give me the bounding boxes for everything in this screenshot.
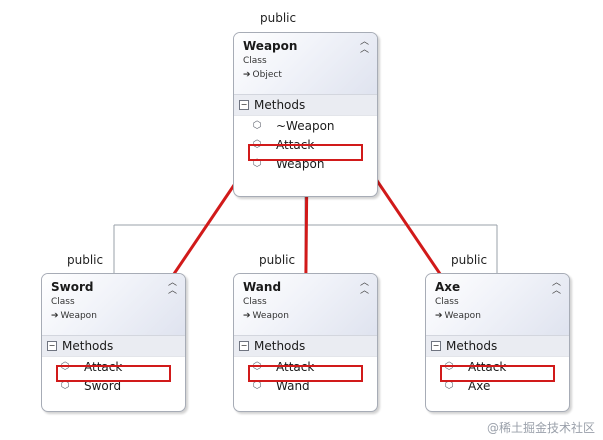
method-name: Attack	[276, 137, 315, 152]
class-box-sword[interactable]: Sword Class ➔Weapon ︿︿ − Methods ⬡ Attac…	[41, 273, 186, 412]
collapse-chevron-icon[interactable]: ︿︿	[551, 278, 561, 296]
methods-section-header[interactable]: − Methods	[426, 336, 569, 357]
class-base: ➔Weapon	[51, 309, 185, 323]
method-cube-icon: ⬡	[252, 361, 262, 372]
class-name: Sword	[51, 280, 94, 294]
class-header: Weapon Class ➔Object ︿︿	[234, 33, 377, 95]
minus-box-icon[interactable]: −	[47, 341, 57, 351]
method-row[interactable]: ⬡ Sword	[42, 376, 185, 395]
method-cube-icon: ⬡	[252, 139, 262, 150]
collapse-chevron-icon[interactable]: ︿︿	[359, 37, 369, 55]
methods-section-header[interactable]: − Methods	[234, 336, 377, 357]
class-box-wand[interactable]: Wand Class ➔Weapon ︿︿ − Methods ⬡ Attack…	[233, 273, 378, 412]
inherits-arrow-icon: ➔	[51, 311, 59, 321]
section-label: Methods	[254, 339, 306, 353]
section-label: Methods	[254, 98, 306, 112]
class-base: ➔Weapon	[243, 309, 377, 323]
inherits-arrow-icon: ➔	[243, 311, 251, 321]
method-cube-icon: ⬡	[252, 158, 262, 169]
class-header: Sword Class ➔Weapon ︿︿	[42, 274, 185, 336]
collapse-chevron-icon[interactable]: ︿︿	[359, 278, 369, 296]
methods-section-header[interactable]: − Methods	[42, 336, 185, 357]
method-row[interactable]: ⬡ Attack	[426, 357, 569, 376]
watermark: @稀土掘金技术社区	[486, 421, 595, 435]
method-row[interactable]: ⬡ Attack	[234, 357, 377, 376]
method-cube-icon: ⬡	[252, 380, 262, 391]
minus-box-icon[interactable]: −	[431, 341, 441, 351]
class-base: ➔Weapon	[435, 309, 569, 323]
methods-section-header[interactable]: − Methods	[234, 95, 377, 116]
method-cube-icon: ⬡	[444, 361, 454, 372]
child-access-label: public	[451, 253, 488, 267]
method-name: Attack	[468, 359, 507, 374]
method-name: Attack	[276, 359, 315, 374]
parent-access-label: public	[260, 11, 297, 25]
base-class-name: Weapon	[60, 311, 97, 321]
minus-box-icon[interactable]: −	[239, 100, 249, 110]
method-cube-icon: ⬡	[252, 120, 262, 131]
base-class-name: Weapon	[252, 311, 289, 321]
class-box-axe[interactable]: Axe Class ➔Weapon ︿︿ − Methods ⬡ Attack …	[425, 273, 570, 412]
child-access-label: public	[259, 253, 296, 267]
method-row[interactable]: ⬡ Weapon	[234, 154, 377, 173]
base-class-name: Weapon	[444, 311, 481, 321]
method-name: Wand	[276, 378, 310, 393]
method-cube-icon: ⬡	[444, 380, 454, 391]
class-name: Weapon	[243, 39, 298, 53]
method-cube-icon: ⬡	[60, 361, 70, 372]
method-name: ~Weapon	[276, 118, 335, 133]
class-kind: Class	[435, 297, 459, 307]
method-row[interactable]: ⬡ Axe	[426, 376, 569, 395]
method-row[interactable]: ⬡ Attack	[42, 357, 185, 376]
class-kind: Class	[51, 297, 75, 307]
method-name: Axe	[468, 378, 491, 393]
class-header: Axe Class ➔Weapon ︿︿	[426, 274, 569, 336]
section-label: Methods	[446, 339, 498, 353]
method-name: Sword	[84, 378, 122, 393]
class-kind: Class	[243, 297, 267, 307]
method-row[interactable]: ⬡ ~Weapon	[234, 116, 377, 135]
minus-box-icon[interactable]: −	[239, 341, 249, 351]
class-name: Axe	[435, 280, 461, 294]
section-label: Methods	[62, 339, 114, 353]
class-header: Wand Class ➔Weapon ︿︿	[234, 274, 377, 336]
class-name: Wand	[243, 280, 282, 294]
method-row[interactable]: ⬡ Wand	[234, 376, 377, 395]
inherits-arrow-icon: ➔	[243, 70, 251, 80]
class-base: ➔Object	[243, 68, 377, 82]
class-box-weapon[interactable]: Weapon Class ➔Object ︿︿ − Methods ⬡ ~Wea…	[233, 32, 378, 197]
inherits-arrow-icon: ➔	[435, 311, 443, 321]
child-access-label: public	[67, 253, 104, 267]
method-name: Weapon	[276, 156, 325, 171]
method-name: Attack	[84, 359, 123, 374]
class-kind: Class	[243, 56, 267, 66]
method-cube-icon: ⬡	[60, 380, 70, 391]
method-row[interactable]: ⬡ Attack	[234, 135, 377, 154]
base-class-name: Object	[252, 70, 282, 80]
collapse-chevron-icon[interactable]: ︿︿	[167, 278, 177, 296]
